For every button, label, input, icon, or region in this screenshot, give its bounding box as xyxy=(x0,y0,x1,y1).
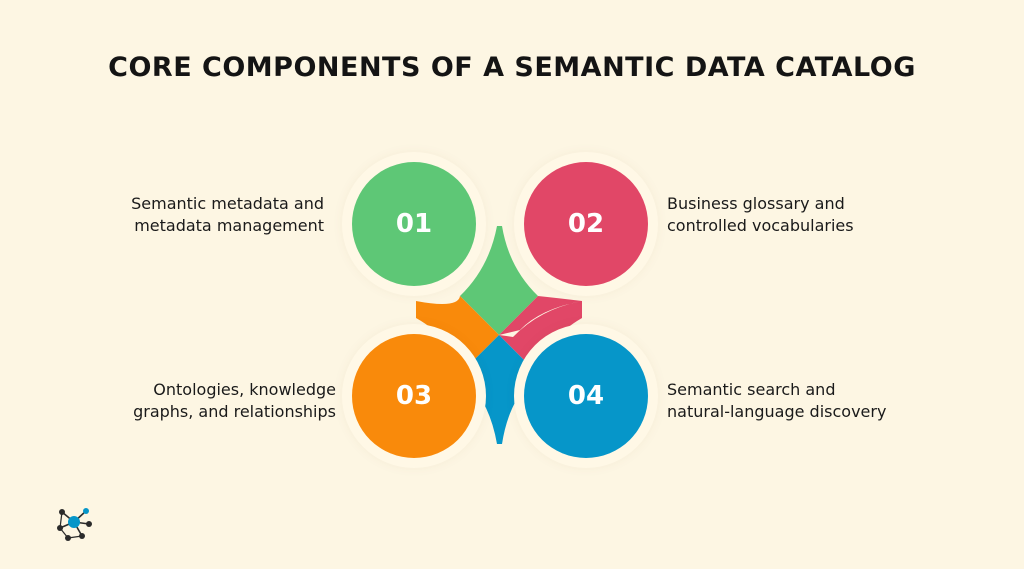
component-label-02: Business glossary and controlled vocabul… xyxy=(667,193,854,237)
star-segment-orange xyxy=(416,296,499,374)
component-label-04-line1: Semantic search and xyxy=(667,380,836,399)
component-circle-03: 03 xyxy=(352,334,476,458)
star-segment-blue xyxy=(460,335,538,444)
component-circle-01: 01 xyxy=(352,162,476,286)
component-label-02-line2: controlled vocabularies xyxy=(667,216,854,235)
page-title: CORE COMPONENTS OF A SEMANTIC DATA CATAL… xyxy=(108,52,916,83)
component-label-01-line1: Semantic metadata and xyxy=(131,194,324,213)
component-label-03-line1: Ontologies, knowledge xyxy=(153,380,336,399)
star-segment-pink xyxy=(499,296,582,374)
component-label-01: Semantic metadata and metadata managemen… xyxy=(131,193,324,237)
component-circle-02: 02 xyxy=(524,162,648,286)
component-label-03-line2: graphs, and relationships xyxy=(133,402,336,421)
component-label-04-line2: natural-language discovery xyxy=(667,402,887,421)
component-label-01-line2: metadata management xyxy=(134,216,324,235)
network-node-icon xyxy=(57,508,92,541)
component-label-02-line1: Business glossary and xyxy=(667,194,845,213)
component-label-04: Semantic search and natural-language dis… xyxy=(667,379,886,423)
component-label-03: Ontologies, knowledge graphs, and relati… xyxy=(133,379,336,423)
component-circle-04: 04 xyxy=(524,334,648,458)
star-segment-green xyxy=(460,226,538,335)
